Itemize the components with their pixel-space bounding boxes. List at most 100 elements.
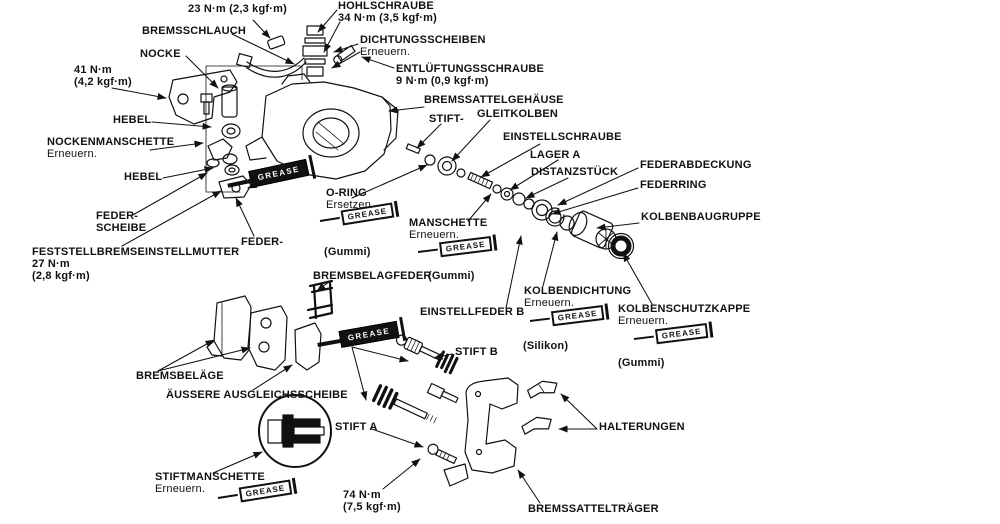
label-stiftmanschette-line: Erneuern.	[155, 483, 206, 495]
cam-lever-assembly-drawing	[168, 69, 252, 199]
label-hohlschraube-line: 34 N·m (3,5 kgf·m)	[338, 12, 437, 24]
label-hohlschraube-line: HOHLSCHRAUBE	[338, 0, 434, 12]
label-feststellbremseinstellmutter-line: 27 N·m	[32, 258, 70, 270]
label-torque-74nm-line: (7,5 kgf·m)	[343, 501, 401, 513]
label-bremsbelagfeder: BREMSBELAGFEDER	[313, 270, 432, 282]
label-bremsbelagfeder-line: BREMSBELAGFEDER	[313, 270, 432, 282]
label-bremssatteltraeger-line: BREMSSATTELTRÄGER	[528, 503, 659, 515]
label-bremssattelgehaeuse-line: BREMSSATTELGEHÄUSE	[424, 94, 564, 106]
label-einstellfeder-b: EINSTELLFEDER B	[420, 306, 524, 318]
label-hebel-2-line: HEBEL	[124, 171, 163, 183]
label-federabdeckung-line: FEDERABDECKUNG	[640, 159, 752, 171]
label-distanzstueck-line: DISTANZSTÜCK	[531, 166, 619, 178]
label-gummi-oring: (Gummi)	[324, 246, 371, 258]
label-feder-line: FEDER-	[241, 236, 284, 248]
label-federring: FEDERRING	[640, 179, 707, 191]
label-dichtungsscheiben-line: Erneuern.	[360, 46, 411, 58]
label-nocke-line: NOCKE	[140, 48, 181, 60]
label-kolbenschutzkappe-line: KOLBENSCHUTZKAPPE	[618, 303, 751, 315]
grease-tube-tail	[217, 493, 238, 500]
label-torque-23nm: 23 N·m (2,3 kgf·m)	[188, 3, 287, 15]
label-manschette-line: MANSCHETTE	[409, 217, 488, 229]
label-nockenmanschette-line: NOCKENMANSCHETTE	[47, 136, 175, 148]
label-gummi-kolbenschutzkappe-line: (Gummi)	[618, 357, 665, 369]
label-federscheibe: FEDER-SCHEIBE	[96, 210, 146, 234]
label-entlueftungsschraube-line: 9 N·m (0,9 kgf·m)	[396, 75, 489, 87]
label-stift: STIFT-	[429, 113, 464, 125]
label-federabdeckung: FEDERABDECKUNG	[640, 159, 752, 171]
label-aeussere-ausgleichsscheibe-line: ÄUSSERE AUSGLEICHSSCHEIBE	[166, 389, 348, 401]
grease-tube-tail	[633, 335, 655, 341]
label-stift-b-line: STIFT B	[455, 346, 498, 358]
pad-retainers-drawing	[521, 380, 558, 435]
label-bremssattelgehaeuse: BREMSSATTELGEHÄUSE	[424, 94, 564, 106]
label-aeussere-ausgleichsscheibe: ÄUSSERE AUSGLEICHSSCHEIBE	[166, 389, 348, 401]
label-distanzstueck: DISTANZSTÜCK	[531, 166, 618, 178]
label-hebel-1-line: HEBEL	[113, 114, 152, 126]
grease-tube-tail	[529, 317, 551, 323]
label-manschette-line: Erneuern.	[409, 229, 460, 241]
label-bremsschlauch-line: BREMSSCHLAUCH	[142, 25, 247, 37]
label-o-ring-line: O-RING	[326, 187, 367, 199]
label-bremssatteltraeger: BREMSSATTELTRÄGER	[528, 503, 659, 515]
label-torque-74nm-line: 74 N·m	[343, 489, 381, 501]
label-stift-a: STIFT A	[335, 421, 378, 433]
label-torque-41nm-line: 41 N·m	[74, 64, 112, 76]
caliper-bracket-drawing	[443, 377, 519, 487]
label-torque-74nm: 74 N·m(7,5 kgf·m)	[343, 489, 401, 513]
magnifier-detail-drawing	[258, 394, 332, 468]
label-feststellbremseinstellmutter-line: (2,8 kgf·m)	[32, 270, 90, 282]
label-lager-a-line: LAGER A	[530, 149, 581, 161]
label-gleitkolben: GLEITKOLBEN	[477, 108, 558, 120]
label-kolbenschutzkappe-line: Erneuern.	[618, 315, 669, 327]
label-stift-b: STIFT B	[455, 346, 498, 358]
label-torque-41nm: 41 N·m(4,2 kgf·m)	[74, 64, 132, 88]
label-bremsbelaege-line: BREMSBELÄGE	[136, 370, 224, 382]
label-feder: FEDER-	[241, 236, 283, 248]
brake-pads-drawing	[206, 279, 334, 371]
label-bremsschlauch: BREMSSCHLAUCH	[142, 25, 246, 37]
grease-tube-tail	[319, 216, 340, 223]
label-silikon: (Silikon)	[523, 340, 568, 352]
label-torque-23nm-line: 23 N·m (2,3 kgf·m)	[188, 3, 287, 15]
label-gummi-kolbenschutzkappe: (Gummi)	[618, 357, 665, 369]
label-silikon-line: (Silikon)	[523, 340, 569, 352]
label-hebel-1: HEBEL	[113, 114, 151, 126]
label-nocke: NOCKE	[140, 48, 181, 60]
label-halterungen-line: HALTERUNGEN	[599, 421, 685, 433]
label-lager-a: LAGER A	[530, 149, 581, 161]
label-stift-line: STIFT-	[429, 113, 464, 125]
label-bremsbelaege: BREMSBELÄGE	[136, 370, 224, 382]
label-entlueftungsschraube-line: ENTLÜFTUNGSSCHRAUBE	[396, 63, 545, 75]
label-einstellfeder-b-line: EINSTELLFEDER B	[420, 306, 525, 318]
label-nockenmanschette-line: Erneuern.	[47, 148, 98, 160]
leader-lines	[111, 9, 653, 504]
label-stiftmanschette-line: STIFTMANSCHETTE	[155, 471, 265, 483]
label-einstellschraube-line: EINSTELLSCHRAUBE	[503, 131, 622, 143]
label-stift-a-line: STIFT A	[335, 421, 378, 433]
hose-assembly-drawing	[236, 25, 356, 78]
label-gummi-oring-line: (Gummi)	[324, 246, 371, 258]
label-torque-41nm-line: (4,2 kgf·m)	[74, 76, 132, 88]
label-kolbendichtung-line: KOLBENDICHTUNG	[524, 285, 632, 297]
label-federscheibe-line: SCHEIBE	[96, 222, 147, 234]
label-hebel-2: HEBEL	[124, 171, 162, 183]
label-federscheibe-line: FEDER-	[96, 210, 139, 222]
label-kolbenbaugruppe-line: KOLBENBAUGRUPPE	[641, 211, 761, 223]
label-halterungen: HALTERUNGEN	[599, 421, 685, 433]
caliper-body-drawing	[245, 73, 399, 180]
label-feststellbremseinstellmutter-line: FESTSTELLBREMSEINSTELLMUTTER	[32, 246, 240, 258]
label-dichtungsscheiben-line: DICHTUNGSSCHEIBEN	[360, 34, 486, 46]
label-kolbendichtung-line: Erneuern.	[524, 297, 575, 309]
